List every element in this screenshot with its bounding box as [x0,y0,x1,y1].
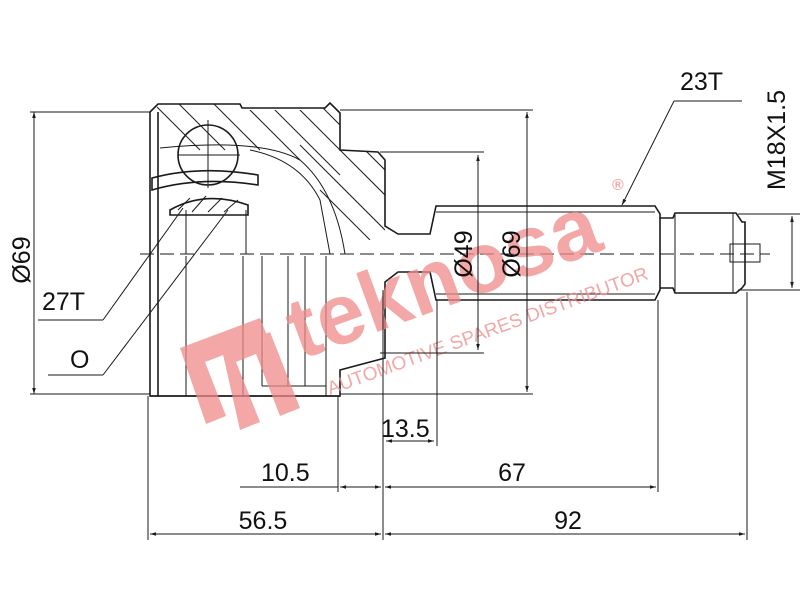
label-outer-spline: 23T [680,68,723,96]
watermark-logo-icon [180,318,300,430]
watermark-registered: ® [612,177,624,194]
label-outer-diameter-left: Ø69 [8,236,36,283]
label-o-ring: O [70,346,89,374]
label-spline-length: 67 [498,459,526,487]
label-shaft-outer-diameter: Ø69 [498,230,526,277]
label-shoulder: 13.5 [381,415,430,443]
extension-lines [147,290,748,540]
dim-row-2: 10.5 67 [240,459,656,489]
label-shaft-length: 92 [554,507,582,535]
label-offset: 10.5 [261,459,310,487]
leader-23t: 23T [621,68,742,206]
section-hatch [150,104,385,240]
watermark: teknosa ® AUTOMOTIVE SPARES DISTRIBUTOR [180,176,651,430]
label-thread: M18X1.5 [763,90,791,190]
dim-left-diameter: Ø69 [8,111,150,395]
dim-row-3: 56.5 92 [150,507,745,536]
stub-shaft [436,211,761,295]
dim-thread: M18X1.5 [738,90,800,291]
label-inner-spline: 27T [42,288,85,316]
leaders-left: 27T O [38,207,229,376]
label-shaft-diameter: Ø49 [450,230,478,277]
label-bell-length: 56.5 [239,507,288,535]
dim-13-5: 13.5 [381,415,434,443]
ball-cage [151,120,259,216]
dim-shaft-diameters: Ø49 Ø69 [340,109,533,395]
